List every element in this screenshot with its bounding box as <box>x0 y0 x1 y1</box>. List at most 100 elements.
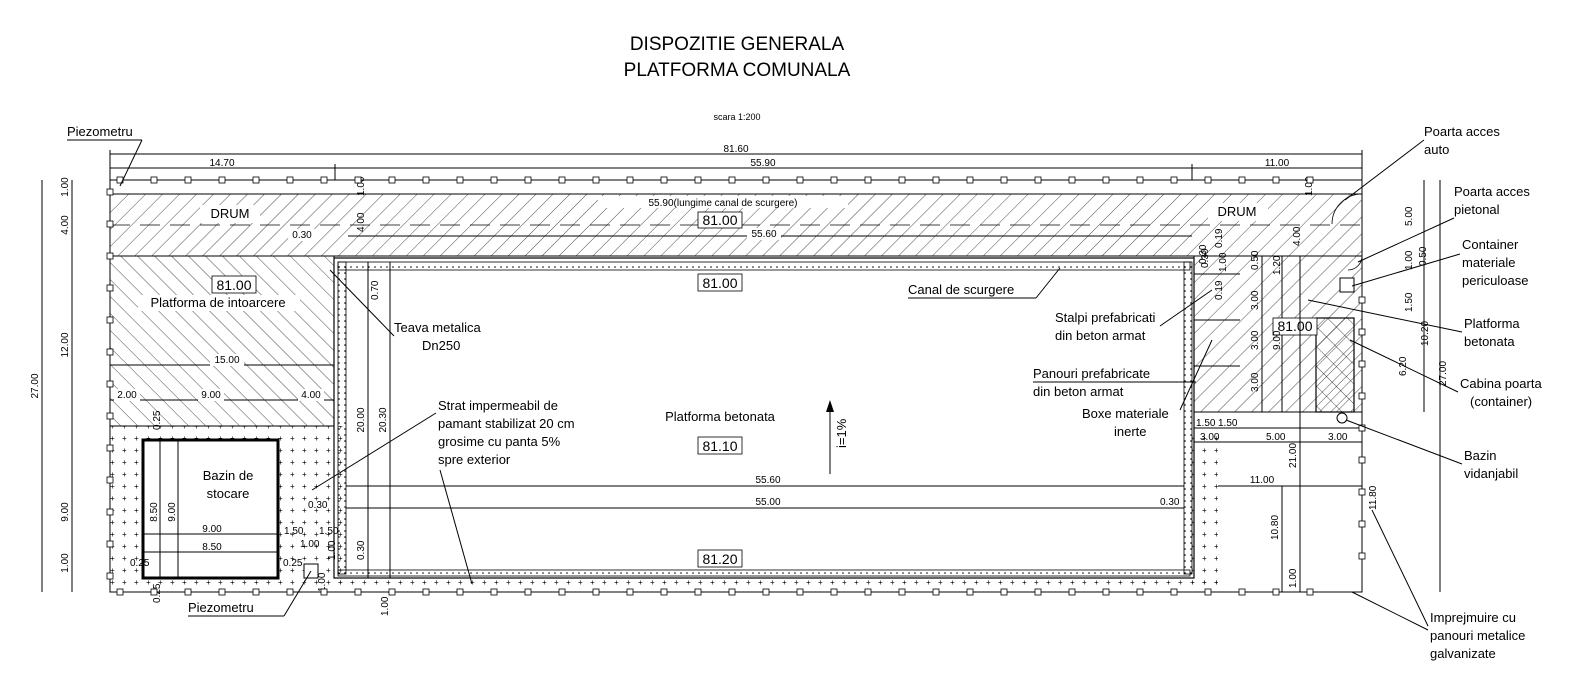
dim-height-total: 27.00 <box>30 373 41 398</box>
top-dimension-chain: 81.60 14.70 55.90 11.00 <box>109 144 1363 180</box>
fence-post <box>1034 176 1042 184</box>
dim-2100: 21.00 <box>1288 443 1299 468</box>
dim-100r: 1.00 <box>1304 176 1315 196</box>
bazin-vid-line-1: Bazin <box>1464 448 1497 463</box>
stalpi-line-2: din beton armat <box>1055 328 1146 343</box>
strat-line-1: Strat impermeabil de <box>438 398 558 413</box>
fence-post <box>796 588 804 596</box>
dim-5500: 55.00 <box>755 497 780 508</box>
dim-900v: 9.00 <box>167 502 178 522</box>
fence-post <box>106 380 114 388</box>
dim-030-road: 0.30 <box>292 230 312 241</box>
strat-line-4: spre exterior <box>438 452 511 467</box>
title-line-1: DISPOZITIE GENERALA <box>630 34 845 55</box>
dim-400v: 4.00 <box>356 212 367 232</box>
fence-post <box>1358 552 1366 560</box>
fence-post <box>932 588 940 596</box>
fence-post <box>1358 296 1366 304</box>
fence-post <box>422 176 430 184</box>
drum-left-label: DRUM <box>211 206 250 221</box>
scale-label: scara 1:200 <box>713 112 760 122</box>
road-strip: 81.00 DRUM DRUM 55.90(lungime canal de s… <box>109 193 1363 257</box>
fence-post <box>106 540 114 548</box>
imprej-line-2: panouri metalice <box>1430 628 1525 643</box>
fence-post <box>830 588 838 596</box>
dim-900h: 9.00 <box>201 390 221 401</box>
dim-right-width: 11.00 <box>1265 158 1290 169</box>
fence-post <box>106 348 114 356</box>
fence-post <box>626 176 634 184</box>
dim-300a: 3.00 <box>1250 290 1261 310</box>
fence-post <box>1358 520 1366 528</box>
fence-post <box>1000 176 1008 184</box>
fence-post <box>1358 360 1366 368</box>
storage-basin: Bazin de stocare 9.00 8.50 8.50 9.00 0.2… <box>130 410 339 603</box>
left-dimension-chain: 27.00 1.00 4.00 12.00 9.00 1.00 <box>30 177 73 592</box>
fence-post <box>1204 176 1212 184</box>
dim-025b: 0.25 <box>130 558 150 569</box>
dim-5560: 55.60 <box>755 475 780 486</box>
fence-post <box>660 588 668 596</box>
container-line-3: periculoase <box>1462 273 1529 288</box>
fence-post <box>1238 588 1246 596</box>
bazin-stocare-line-2: stocare <box>207 486 250 501</box>
fence-post <box>1102 588 1110 596</box>
fence-post <box>106 252 114 260</box>
dim-100d: 1.00 <box>327 540 338 560</box>
dim-height-100a: 1.00 <box>60 177 71 197</box>
fence-post <box>966 176 974 184</box>
dim-500v: 5.00 <box>1404 206 1415 226</box>
imprej-line-3: galvanizate <box>1430 646 1496 661</box>
teava-line-1: Teava metalica <box>394 320 481 335</box>
fence-post <box>1204 588 1212 596</box>
platforma-betonata-center-label: Platforma betonata <box>665 409 776 424</box>
callouts: Piezometru Piezometru Teava metalica Dn2… <box>67 124 1542 661</box>
dim-050: 0.50 <box>1250 250 1261 270</box>
main-platform: 81.00 Platforma betonata 81.10 81.20 i=1… <box>333 176 1195 616</box>
imprej-line-1: Imprejmuire cu <box>1430 610 1516 625</box>
fence-post <box>184 176 192 184</box>
platforma-bet-line-1: Platforma <box>1464 316 1520 331</box>
dim-850b: 8.50 <box>202 542 222 553</box>
dim-100f: 1.00 <box>380 596 391 616</box>
elev-bottom: 81.20 <box>702 551 737 567</box>
elev-mid: 81.10 <box>702 438 737 454</box>
dim-150c: 1.50 <box>1196 418 1216 429</box>
dim-900r: 9.00 <box>1272 330 1283 350</box>
fence-post <box>490 176 498 184</box>
fence-post <box>106 188 114 196</box>
dim-025d: 0.25 <box>283 558 303 569</box>
fence-post <box>184 588 192 596</box>
turning-platform: 81.00 Platforma de intoarcere 15.00 2.00… <box>109 255 335 427</box>
fence-post <box>524 176 532 184</box>
dim-total-width: 81.60 <box>723 144 748 155</box>
fence-post <box>490 588 498 596</box>
fence-post <box>898 176 906 184</box>
fence-post <box>320 588 328 596</box>
dim-400r: 4.00 <box>1292 226 1303 246</box>
dim-5560-top: 55.60 <box>751 229 776 240</box>
elev-top: 81.00 <box>702 275 737 291</box>
fence-post <box>1102 176 1110 184</box>
bazin-vid-line-2: vidanjabil <box>1464 466 1518 481</box>
fence-post <box>762 176 770 184</box>
container-line-2: materiale <box>1462 255 1515 270</box>
fence-post <box>864 176 872 184</box>
dim-030b: 0.30 <box>356 540 367 560</box>
fence-post <box>252 176 260 184</box>
elev-road: 81.00 <box>702 212 737 228</box>
dim-100-top: 1.00 <box>356 176 367 196</box>
fence-post <box>694 176 702 184</box>
boxe-line-1: Boxe materiale <box>1082 406 1169 421</box>
fence-post <box>106 476 114 484</box>
dim-height-400: 4.00 <box>60 215 71 235</box>
dim-1020: 10.20 <box>1420 321 1431 346</box>
dim-030d: 0.30 <box>1200 248 1211 268</box>
fence-post <box>150 588 158 596</box>
boxe-line-2: inerte <box>1114 424 1147 439</box>
fence-post <box>1306 176 1314 184</box>
dim-025a: 0.25 <box>152 410 163 430</box>
fence-post <box>106 316 114 324</box>
fence-post <box>456 176 464 184</box>
